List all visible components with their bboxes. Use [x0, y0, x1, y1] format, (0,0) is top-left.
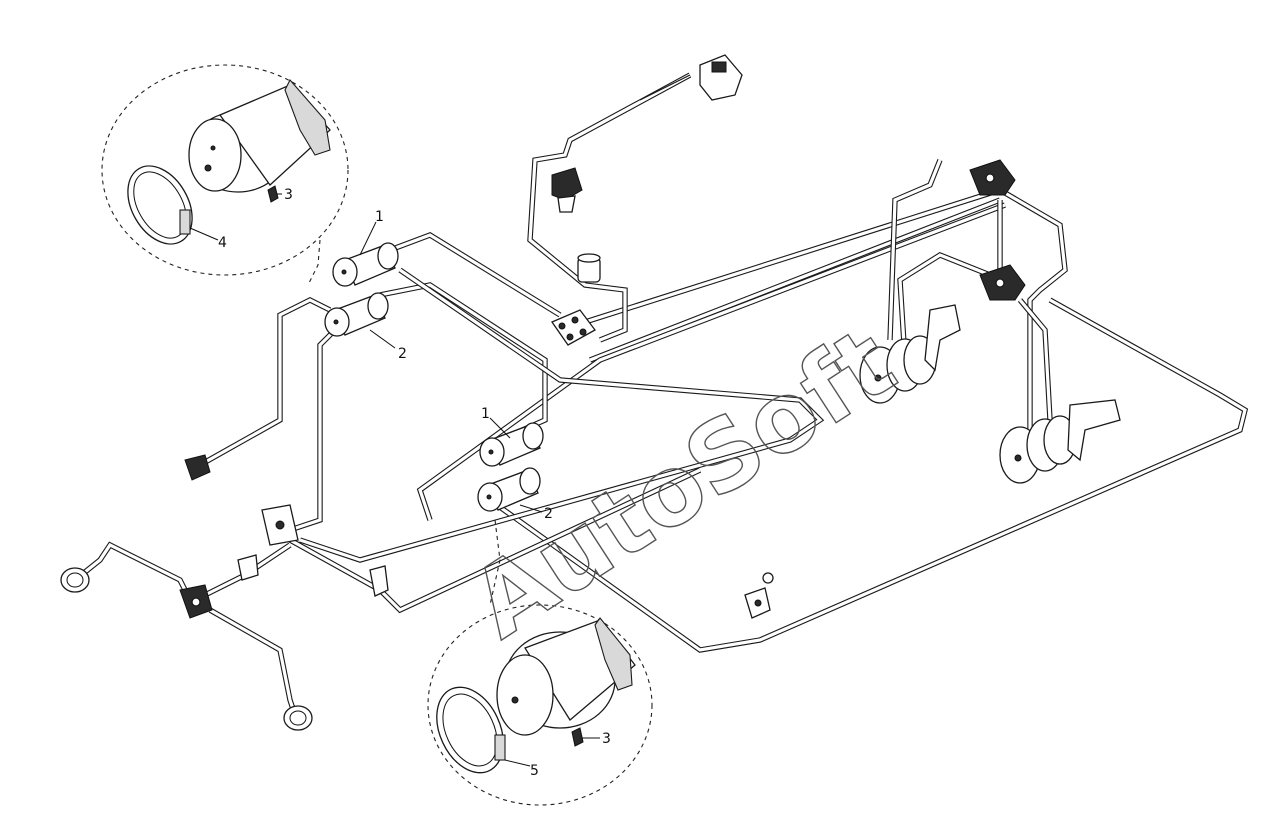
callout-1-lower: 1 [481, 406, 511, 439]
detail-leader-lower [489, 519, 501, 606]
detail-strap-lower [436, 686, 506, 774]
pipe-network [73, 72, 1249, 716]
svg-text:2: 2 [398, 346, 407, 362]
air-tank-1-lower [479, 422, 544, 467]
pipe-right [887, 158, 1068, 430]
brake-chamber-left-front [60, 567, 90, 593]
callout-3-upper: 3 [276, 187, 293, 203]
callout-3-lower: 3 [582, 731, 611, 747]
pipe-top [527, 72, 692, 343]
air-dryer [577, 253, 601, 283]
pipe-front-left [198, 232, 825, 563]
fitting-left-center [237, 554, 389, 597]
pipe-bottom-left [73, 467, 702, 716]
callout-2-lower: 2 [519, 504, 553, 522]
detail-drain-valve-lower [571, 727, 584, 747]
svg-text:3: 3 [602, 731, 611, 747]
svg-text:5: 5 [530, 763, 539, 779]
svg-text:3: 3 [284, 187, 293, 203]
detail-leader-upper [307, 239, 321, 286]
air-tank-1-upper [332, 242, 399, 287]
svg-text:1: 1 [481, 406, 490, 422]
detail-strap-upper [127, 165, 193, 245]
pipe-diagonal-upper [416, 187, 1006, 521]
relay-valve-right-lower [979, 264, 1026, 301]
callout-5: 5 [504, 759, 539, 779]
brake-chamber-front-right [859, 304, 961, 404]
compressor-top [639, 54, 743, 101]
callout-4: 4 [189, 227, 227, 251]
detail-circle-upper [101, 64, 349, 276]
air-tank-2-upper [324, 292, 389, 337]
svg-text:4: 4 [218, 235, 227, 251]
valve-bottom-right [744, 572, 774, 619]
brake-valve-top [551, 167, 583, 213]
valve-left-center [179, 584, 213, 619]
detail-tank-upper [188, 79, 331, 193]
pipe-rear-main [488, 297, 1249, 653]
relay-valve-right [969, 159, 1016, 196]
detail-drain-valve-upper [267, 185, 279, 203]
callout-2-upper: 2 [369, 329, 407, 362]
svg-text:1: 1 [375, 209, 384, 225]
brake-chamber-left-rear [283, 705, 313, 731]
brake-chamber-rear-right [999, 399, 1121, 484]
detail-tank-lower [496, 617, 636, 736]
air-tank-2-lower [477, 467, 541, 512]
detail-circle-lower [427, 604, 653, 806]
bracket-left [261, 504, 299, 546]
callout-1-upper: 1 [359, 209, 384, 256]
svg-text:2: 2 [544, 506, 553, 522]
protection-valve-center [551, 309, 596, 346]
valve-left-small [184, 454, 211, 481]
